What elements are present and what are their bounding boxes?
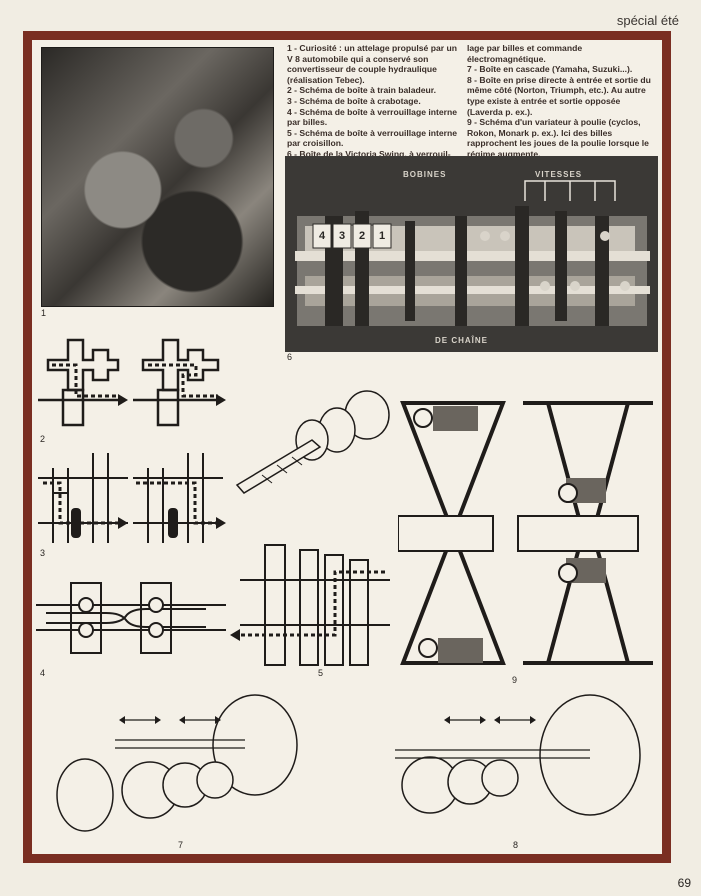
diagram-label-vitesses: VITESSES (535, 170, 583, 179)
gearbox-cutaway-diagram: BOBINES VITESSES DE CHAÎNE 4 3 2 1 (285, 156, 658, 352)
cascade-gearbox-diagram (56, 694, 298, 832)
caption-line: lage par billes et commande électromagné… (467, 43, 583, 64)
ball-lock-diagram (36, 582, 226, 654)
figure-label-5: 5 (318, 668, 324, 678)
dog-clutch-diagram (38, 453, 226, 543)
caption-line: 6 - Boîte de la Victoria Swing, à verrou… (287, 148, 451, 159)
figure-label-3: 3 (40, 548, 46, 558)
sliding-gear-diagram (38, 338, 226, 427)
pulley-variator-diagram (398, 401, 653, 665)
section-tag: spécial été (616, 13, 679, 28)
caption-line: 1 - Curiosité : un attelage propulsé par… (287, 43, 457, 85)
figure-label-4: 4 (40, 668, 46, 678)
figure-label-8: 8 (513, 840, 519, 850)
caption-line: 2 - Schéma de boîte à train baladeur. (287, 85, 437, 96)
figure-label-1: 1 (41, 308, 47, 318)
direct-drive-gearbox-diagram (395, 694, 641, 816)
caption-line: 3 - Schéma de boîte à crabotage. (287, 95, 421, 106)
diagram-label-chaine: DE CHAÎNE (435, 336, 489, 345)
gear-number: 2 (359, 230, 367, 242)
caption-column-left: 1 - Curiosité : un attelage propulsé par… (287, 43, 459, 160)
diagram-label-bobines: BOBINES (403, 170, 447, 179)
figure-label-7: 7 (178, 840, 184, 850)
gear-number: 4 (319, 230, 327, 242)
cross-lock-diagram (230, 544, 390, 666)
page-number: 69 (677, 876, 691, 890)
caption-column-right: lage par billes et commande électromagné… (467, 43, 657, 160)
figure-label-6: 6 (287, 352, 293, 362)
caption-line: 5 - Schéma de boîte à verrouillage inter… (287, 127, 458, 149)
engine-photo (41, 47, 274, 307)
caption-line: 9 - Schéma d'un variateur à poulie (cycl… (467, 117, 649, 159)
splined-shaft-sketch (235, 390, 390, 494)
caption-line: 7 - Boîte en cascade (Yamaha, Suzuki...)… (467, 64, 633, 75)
figure-label-2: 2 (40, 434, 46, 444)
gear-number: 1 (379, 230, 387, 242)
gear-number: 3 (339, 230, 347, 242)
caption-line: 4 - Schéma de boîte à verrouillage inter… (287, 106, 458, 128)
caption-line: 8 - Boîte en prise directe à entrée et s… (467, 74, 651, 117)
figure-label-9: 9 (512, 675, 518, 685)
